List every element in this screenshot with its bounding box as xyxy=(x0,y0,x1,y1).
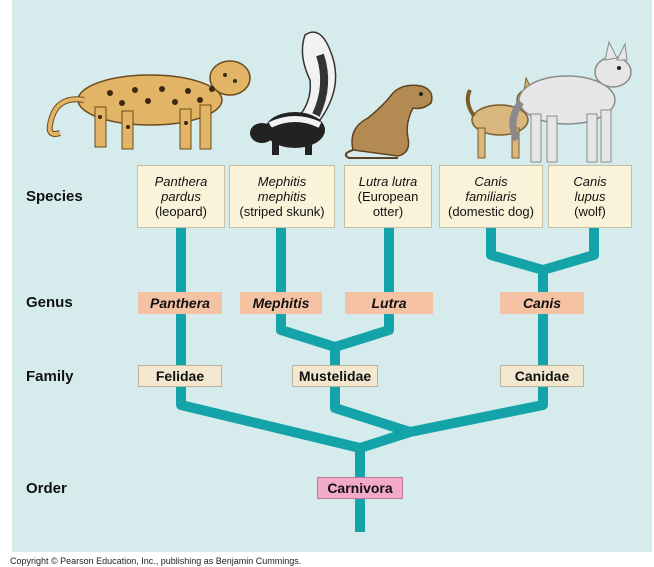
species-common-name: otter) xyxy=(372,204,404,219)
genus-box-canis: Canis xyxy=(500,292,584,314)
branch-wolf xyxy=(541,228,599,275)
rank-label-order: Order xyxy=(26,480,67,497)
species-name-line2: pardus xyxy=(161,189,201,204)
genus-box-lutra: Lutra xyxy=(345,292,433,314)
species-name-line1: Panthera xyxy=(154,174,208,189)
otter-illustration xyxy=(344,84,433,159)
species-name-line2: familiaris xyxy=(465,189,517,204)
family-box-mustelidae: Mustelidae xyxy=(292,365,378,387)
skunk-illustration xyxy=(250,31,337,155)
species-name-line2: lupus xyxy=(574,189,606,204)
family-box-felidae: Felidae xyxy=(138,365,222,387)
species-name-line1: Lutra lutra xyxy=(358,174,418,189)
branch-mephitis xyxy=(276,228,337,352)
species-common-line2: (European xyxy=(357,189,419,204)
branch-lutra xyxy=(333,228,394,352)
rank-label-species: Species xyxy=(26,188,83,205)
copyright-notice: Copyright © Pearson Education, Inc., pub… xyxy=(10,556,302,566)
branch-join xyxy=(358,427,412,453)
branch-dog xyxy=(486,228,545,275)
rank-label-family: Family xyxy=(26,368,74,385)
wolf-illustration xyxy=(509,40,632,163)
branch-canidae xyxy=(409,270,548,437)
species-box-wolf: Canis lupus (wolf) xyxy=(548,165,632,228)
species-name-line1: Canis xyxy=(573,174,607,189)
rank-label-genus: Genus xyxy=(26,294,73,311)
species-common-name: (domestic dog) xyxy=(448,204,534,219)
species-box-skunk: Mephitis mephitis (striped skunk) xyxy=(229,165,335,228)
species-name-line2: mephitis xyxy=(257,189,307,204)
species-common-name: (wolf) xyxy=(574,204,606,219)
species-box-leopard: Panthera pardus (leopard) xyxy=(137,165,225,228)
species-name-line1: Canis xyxy=(474,174,508,189)
species-box-dog: Canis familiaris (domestic dog) xyxy=(439,165,543,228)
species-box-otter: Lutra lutra (European otter) xyxy=(344,165,432,228)
branch-felidae xyxy=(176,228,362,453)
species-name-line1: Mephitis xyxy=(257,174,307,189)
species-common-name: (leopard) xyxy=(154,204,207,219)
species-common-name: (striped skunk) xyxy=(239,204,325,219)
leopard-illustration xyxy=(46,60,251,150)
order-box-carnivora: Carnivora xyxy=(317,477,403,499)
genus-box-panthera: Panthera xyxy=(138,292,222,314)
family-box-canidae: Canidae xyxy=(500,365,584,387)
genus-box-mephitis: Mephitis xyxy=(240,292,322,314)
branch-mustelidae xyxy=(330,347,412,437)
